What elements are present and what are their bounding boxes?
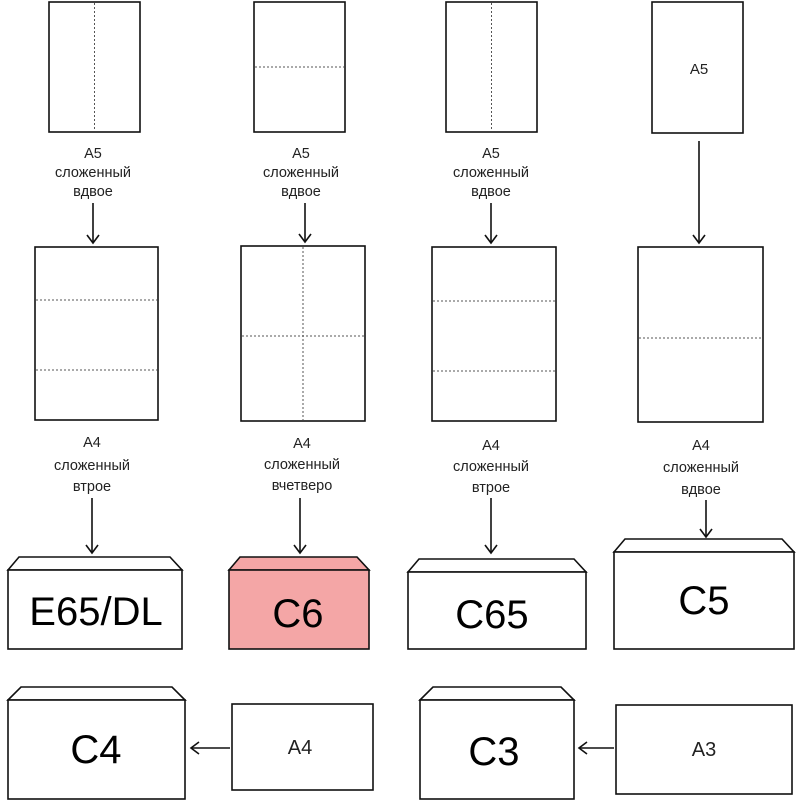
- envelope-body-highlighted: [228, 569, 370, 650]
- caption-line: A5: [292, 146, 310, 162]
- envelope-flap: [6, 556, 184, 571]
- caption-line: сложенный: [54, 458, 130, 474]
- envelope-body: [613, 551, 795, 650]
- envelope-c4: C4: [6, 686, 187, 800]
- caption-line: сложенный: [453, 459, 529, 475]
- caption-line: вдвое: [281, 184, 321, 200]
- caption-line: A4: [83, 435, 101, 451]
- caption-line: сложенный: [55, 165, 131, 181]
- caption-line: A4: [293, 436, 311, 452]
- column-3: A5 сложенный вдвое A4 сложенный втрое C6…: [406, 1, 588, 650]
- column-4: A5 A4 сложенный вдвое C5: [612, 1, 796, 650]
- envelope-flap-highlighted: [227, 556, 371, 571]
- caption-line: вдвое: [471, 184, 511, 200]
- caption-line: A5: [482, 146, 500, 162]
- arrow-head: [577, 741, 588, 755]
- envelope-flap: [612, 538, 796, 553]
- bottom-row-c3: C3 A3: [418, 686, 793, 800]
- caption-line: вчетверо: [272, 478, 333, 494]
- a4-sheet-4: [637, 246, 764, 423]
- sheet-label: A5: [690, 61, 708, 78]
- arrow-head: [189, 741, 200, 755]
- envelope-label: C65: [455, 593, 528, 637]
- arrow-head: [293, 544, 307, 555]
- a4-sheet-flat: [231, 703, 374, 791]
- arrow-head: [484, 234, 498, 245]
- caption-line: сложенный: [264, 457, 340, 473]
- envelope-c3: C3: [418, 686, 576, 800]
- arrow-head: [484, 544, 498, 555]
- envelope-body: [7, 569, 183, 650]
- arrow-head: [298, 233, 312, 244]
- envelope-flap: [418, 686, 576, 701]
- envelope-label: C4: [70, 728, 121, 772]
- caption-line: вдвое: [73, 184, 113, 200]
- a3-sheet-flat: [615, 704, 793, 795]
- arrow-head: [699, 528, 713, 539]
- envelope-c65: C65: [406, 558, 588, 650]
- envelope-label: E65/DL: [29, 590, 162, 634]
- a4-sheet-3: [431, 246, 557, 422]
- paper-label: A4: [288, 737, 312, 759]
- envelope-label: C3: [468, 730, 519, 774]
- column-1: A5 сложенный вдвое A4 сложенный втрое E6…: [6, 1, 184, 650]
- caption-line: A4: [692, 438, 710, 454]
- envelope-body: [7, 699, 186, 800]
- caption-line: вдвое: [681, 482, 721, 498]
- caption-line: втрое: [472, 480, 510, 496]
- a4-sheet-1: [34, 246, 159, 421]
- caption-line: A4: [482, 438, 500, 454]
- envelope-c6: C6: [227, 556, 371, 650]
- arrow-head: [692, 234, 706, 245]
- column-2: A5 сложенный вдвое A4 сложенный вчетверо…: [227, 1, 371, 650]
- a5-sheet-4: [651, 1, 744, 134]
- envelope-label: C5: [678, 579, 729, 623]
- paper-label: A3: [692, 739, 716, 761]
- envelope-body: [419, 699, 575, 800]
- caption-line: втрое: [73, 479, 111, 495]
- envelope-flap: [6, 686, 187, 701]
- arrow-head: [86, 234, 100, 245]
- envelope-e65-dl: E65/DL: [6, 556, 184, 650]
- envelope-label: C6: [272, 592, 323, 636]
- caption-line: сложенный: [263, 165, 339, 181]
- envelope-flap: [406, 558, 588, 573]
- arrow-head: [85, 544, 99, 555]
- envelope-c5: C5: [612, 538, 796, 650]
- caption-line: A5: [84, 146, 102, 162]
- envelope-body: [407, 571, 587, 650]
- caption-line: сложенный: [663, 460, 739, 476]
- caption-line: сложенный: [453, 165, 529, 181]
- bottom-row-c4: C4 A4: [6, 686, 374, 800]
